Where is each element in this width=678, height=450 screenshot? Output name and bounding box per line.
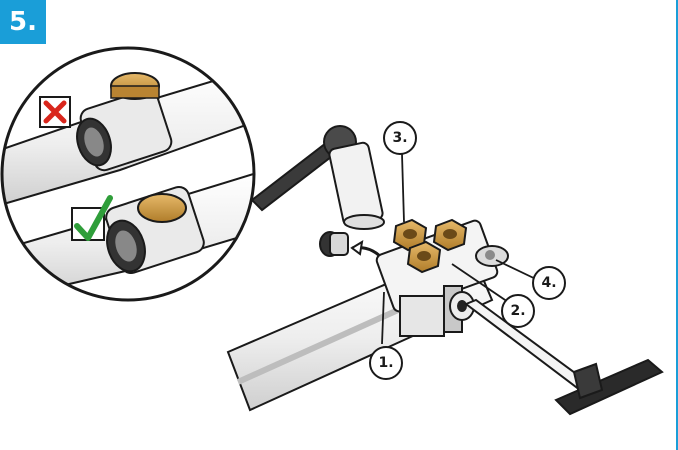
detail-inset bbox=[2, 48, 254, 300]
check-mark-icon bbox=[71, 195, 113, 241]
callout-2: 2. bbox=[501, 294, 535, 328]
callout-3: 3. bbox=[383, 121, 417, 155]
brass-fitting-1 bbox=[392, 218, 428, 252]
step-badge: 5. bbox=[0, 0, 46, 44]
pipe-correct bbox=[2, 170, 254, 300]
pipe-incorrect bbox=[2, 68, 254, 207]
callout-1: 1. bbox=[369, 346, 403, 380]
brass-fitting-2 bbox=[432, 218, 468, 252]
t-handle-tool bbox=[463, 298, 664, 416]
brass-fitting-3 bbox=[406, 240, 442, 274]
inset-border bbox=[0, 46, 256, 302]
ratchet-wrench bbox=[250, 125, 385, 230]
leader-lines bbox=[381, 153, 543, 345]
callout-4: 4. bbox=[532, 266, 566, 300]
cross-mark-icon bbox=[39, 96, 71, 128]
side-knob bbox=[449, 291, 475, 321]
right-border bbox=[676, 0, 678, 450]
